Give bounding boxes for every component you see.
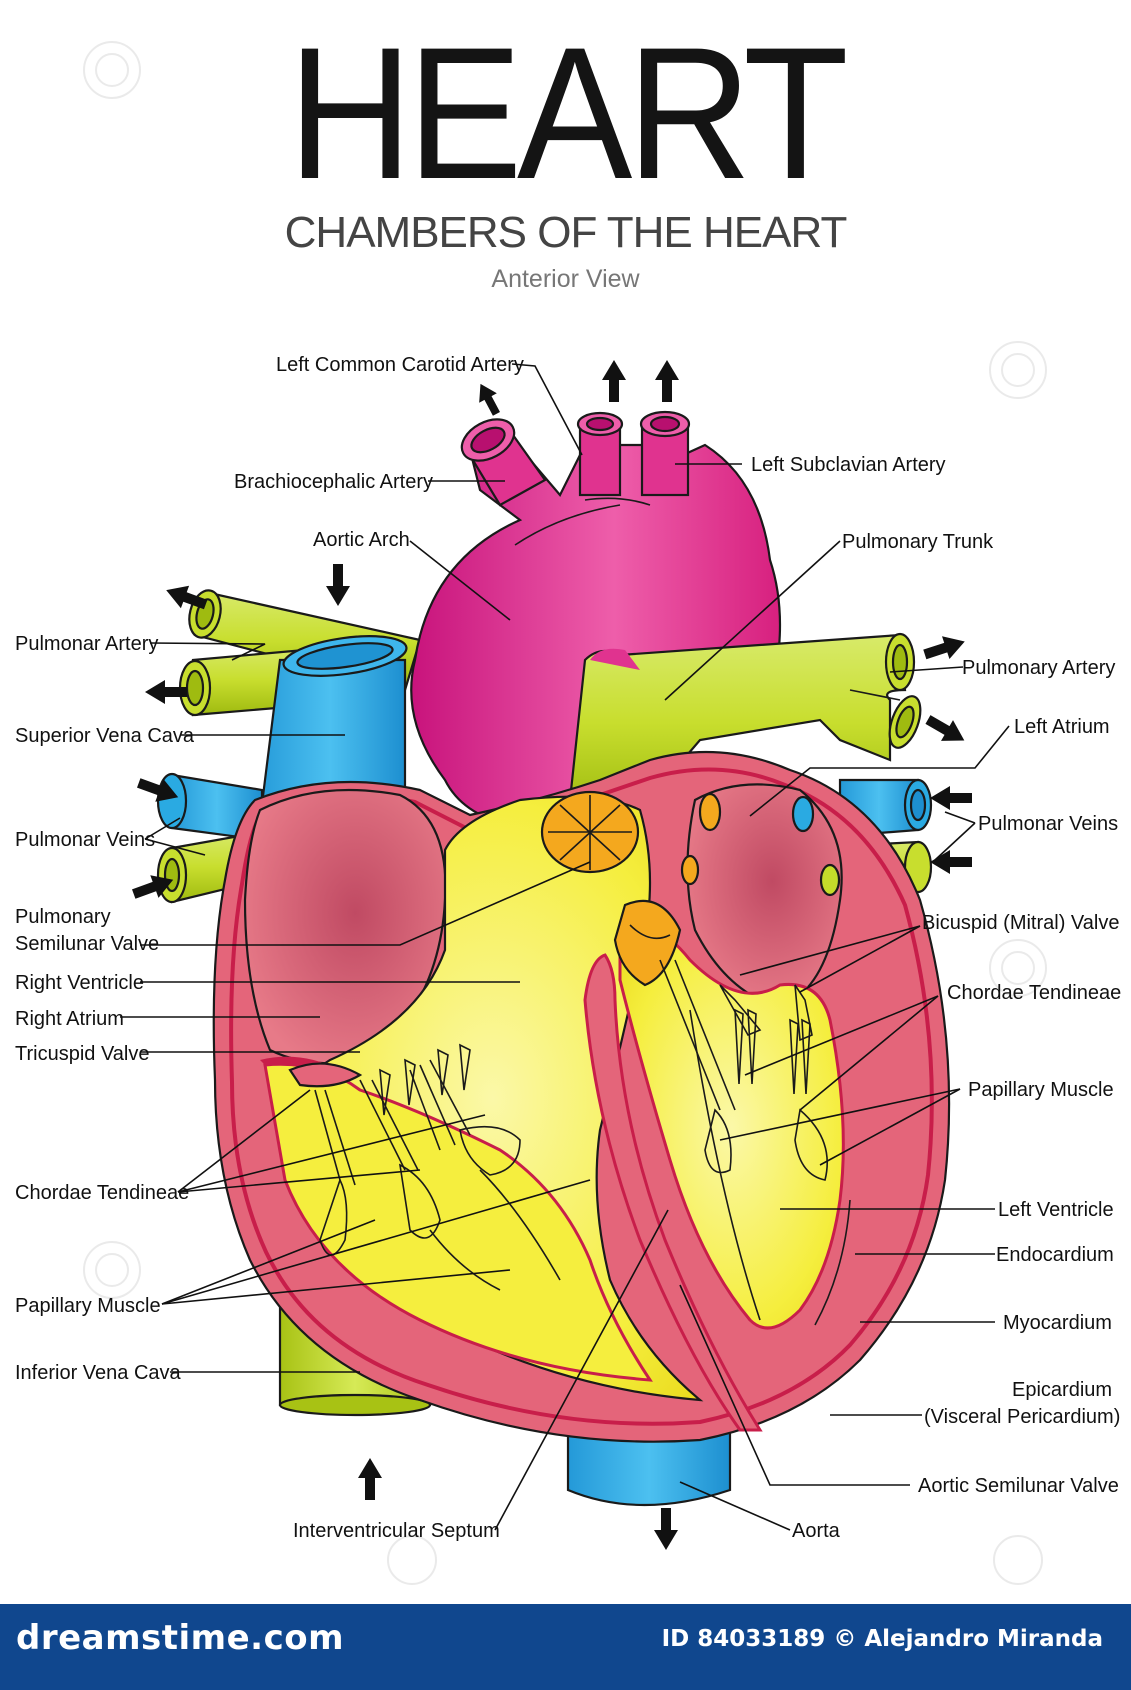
label-superior-vena-cava: Superior Vena Cava — [15, 725, 195, 747]
page-title: HEART — [287, 8, 849, 218]
footer-brand[interactable]: dreamstime.com — [16, 1618, 345, 1658]
aortic-arch-vessel — [410, 410, 782, 832]
label-aorta: Aorta — [792, 1520, 841, 1542]
label-pulmonary-semilunar-line1: Pulmonary — [15, 906, 111, 928]
label-epicardium-line1: Epicardium — [1012, 1379, 1112, 1401]
page-subtitle: CHAMBERS OF THE HEART — [284, 208, 848, 257]
label-pulmonar-veins-right: Pulmonar Veins — [978, 813, 1118, 835]
label-endocardium: Endocardium — [996, 1244, 1114, 1266]
label-inferior-vena-cava: Inferior Vena Cava — [15, 1362, 182, 1384]
label-bicuspid-mitral-valve: Bicuspid (Mitral) Valve — [922, 912, 1119, 934]
endocardium-line — [814, 1199, 851, 1326]
right-chordae-tendineae — [314, 1043, 471, 1186]
label-brachiocephalic-artery: Brachiocephalic Artery — [234, 471, 433, 493]
footer-credit: ID 84033189 © Alejandro Miranda — [661, 1626, 1103, 1652]
left-chordae-tendineae — [659, 959, 811, 1111]
label-right-atrium: Right Atrium — [15, 1008, 124, 1030]
diagram-labels: Left Common Carotid Artery Brachiocephal… — [15, 354, 1121, 1542]
label-papillary-muscle-left: Papillary Muscle — [15, 1295, 161, 1317]
interventricular-septum-band — [583, 953, 763, 1432]
label-pulmonar-artery: Pulmonar Artery — [15, 633, 158, 655]
label-epicardium-line2: (Visceral Pericardium) — [924, 1406, 1120, 1428]
label-chordae-tendineae-right: Chordae Tendineae — [947, 982, 1121, 1004]
label-left-common-carotid-artery: Left Common Carotid Artery — [276, 354, 524, 376]
label-pulmonary-trunk: Pulmonary Trunk — [842, 531, 994, 553]
label-pulmonar-veins-left: Pulmonar Veins — [15, 829, 155, 851]
leader-lines — [120, 363, 1010, 1531]
label-interventricular-septum: Interventricular Septum — [293, 1520, 500, 1542]
view-label: Anterior View — [491, 265, 640, 293]
label-pulmonary-artery: Pulmonary Artery — [962, 657, 1115, 679]
label-chordae-tendineae-left: Chordae Tendineae — [15, 1182, 189, 1204]
label-pulmonary-semilunar-line2: Semilunar Valve — [15, 933, 159, 955]
label-myocardium: Myocardium — [1003, 1312, 1112, 1334]
label-aortic-semilunar-valve: Aortic Semilunar Valve — [918, 1475, 1119, 1497]
watermark-footer: dreamstime.com ID 84033189 © Alejandro M… — [0, 1604, 1131, 1690]
left-papillary-muscles — [689, 1009, 828, 1321]
pulmonary-semilunar-valve-shape — [540, 790, 640, 874]
label-aortic-arch: Aortic Arch — [313, 529, 410, 551]
label-left-subclavian-artery: Left Subclavian Artery — [751, 454, 946, 476]
label-papillary-muscle-right: Papillary Muscle — [968, 1079, 1114, 1101]
mitral-valve-shape — [719, 984, 813, 1042]
tricuspid-valve-shape — [288, 1062, 363, 1088]
right-ventricle-trabeculae — [263, 1062, 653, 1382]
label-left-ventricle: Left Ventricle — [998, 1199, 1114, 1221]
flow-arrows — [132, 360, 972, 1550]
left-ventricle-chamber — [613, 899, 845, 1330]
label-left-atrium: Left Atrium — [1014, 716, 1110, 738]
left-atrium-chamber — [680, 783, 843, 1002]
label-right-ventricle: Right Ventricle — [15, 972, 144, 994]
label-tricuspid-valve: Tricuspid Valve — [15, 1043, 150, 1065]
right-papillary-muscles — [319, 1125, 561, 1291]
heart-diagram: Left Common Carotid Artery Brachiocephal… — [15, 41, 1121, 1585]
